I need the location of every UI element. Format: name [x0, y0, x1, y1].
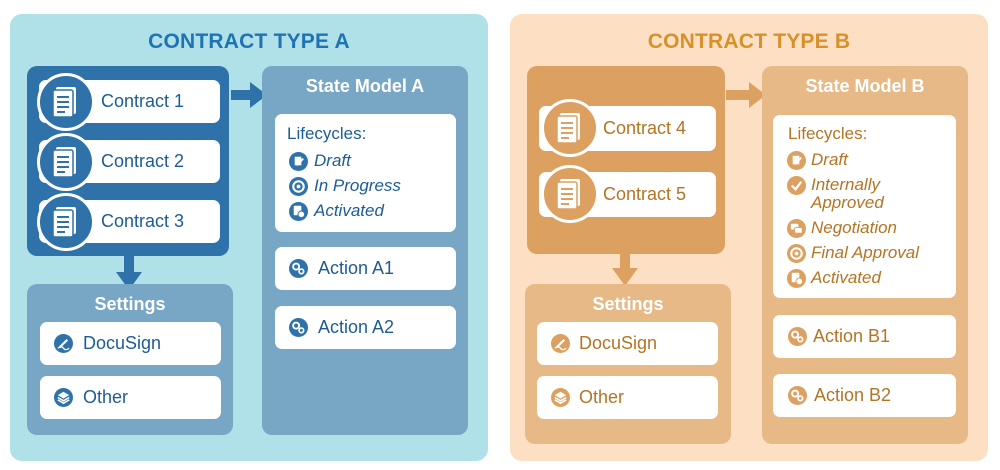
lifecycle-item: Draft — [314, 151, 351, 170]
signature-icon — [551, 334, 570, 353]
settings-b-box: Settings DocuSign Other — [525, 284, 731, 444]
gears-icon — [788, 386, 807, 405]
contracts-box-b: Contract 4 Contract 5 — [527, 66, 725, 254]
settings-item-label: Other — [83, 387, 129, 407]
action-label: Action A1 — [318, 258, 395, 278]
contract-label: Contract 3 — [101, 211, 185, 231]
settings-item[interactable]: DocuSign — [40, 322, 221, 365]
settings-item-label: Other — [579, 387, 625, 407]
gears-icon — [289, 318, 308, 337]
lifecycles-card: Lifecycles: Draft In Progress Activated — [275, 114, 456, 232]
layers-icon — [54, 388, 73, 407]
document-icon — [37, 193, 95, 251]
lifecycles-label: Lifecycles: — [287, 124, 367, 143]
arrow-down-icon — [116, 256, 142, 290]
document-icon — [541, 99, 599, 157]
contract-type-a-panel: CONTRACT TYPE A Contract 1 Contract 2 Co… — [10, 14, 488, 461]
settings-item-label: DocuSign — [83, 333, 162, 353]
lifecycle-item: Final Approval — [811, 243, 920, 262]
contract-type-a-title: CONTRACT TYPE A — [148, 30, 350, 53]
settings-a-title: Settings — [94, 294, 166, 314]
settings-a-box: Settings DocuSign Other — [27, 284, 233, 435]
final-approval-icon — [787, 244, 806, 263]
state-model-b-box: State Model B Lifecycles: Draft Internal… — [762, 66, 968, 444]
settings-item[interactable]: Other — [40, 376, 221, 419]
contract-label: Contract 1 — [101, 91, 185, 111]
action-card[interactable]: Action A1 — [275, 247, 456, 290]
settings-item[interactable]: DocuSign — [537, 322, 718, 365]
lifecycle-item: In Progress — [314, 176, 401, 195]
state-model-a-title: State Model A — [305, 76, 425, 96]
arrow-right-icon — [231, 82, 267, 108]
lifecycle-item: Negotiation — [811, 218, 898, 237]
action-label: Action A2 — [318, 317, 395, 337]
action-label: Action B2 — [814, 385, 892, 405]
action-card[interactable]: Action B2 — [773, 374, 956, 417]
action-card[interactable]: Action B1 — [773, 315, 956, 358]
contract-label: Contract 5 — [603, 184, 687, 204]
state-model-b-title: State Model B — [805, 76, 925, 96]
draft-icon — [289, 152, 308, 171]
lifecycle-item: Draft — [811, 150, 848, 169]
lifecycles-label: Lifecycles: — [788, 124, 868, 143]
gears-icon — [788, 327, 807, 346]
contract-label: Contract 4 — [603, 118, 687, 138]
contract-label: Contract 2 — [101, 151, 185, 171]
layers-icon — [551, 388, 570, 407]
negotiation-icon — [787, 219, 806, 238]
arrow-right-icon — [726, 82, 766, 108]
document-icon — [541, 165, 599, 223]
contract-type-b-title: CONTRACT TYPE B — [647, 30, 851, 53]
lifecycles-card: Lifecycles: Draft Internally Approved Ne… — [773, 115, 956, 298]
action-card[interactable]: Action A2 — [275, 306, 456, 349]
signature-icon — [54, 334, 73, 353]
state-model-a-box: State Model A Lifecycles: Draft In Progr… — [262, 66, 468, 435]
settings-item[interactable]: Other — [537, 376, 718, 419]
check-icon — [787, 176, 806, 195]
document-icon — [37, 73, 95, 131]
contract-type-b-panel: CONTRACT TYPE B Contract 4 Contract 5 St… — [510, 14, 988, 461]
activated-icon — [289, 202, 308, 221]
settings-item-label: DocuSign — [579, 333, 658, 353]
in-progress-icon — [289, 177, 308, 196]
lifecycle-item: Activated — [314, 201, 384, 220]
gears-icon — [289, 259, 308, 278]
lifecycle-item: Activated — [811, 268, 881, 287]
document-icon — [37, 133, 95, 191]
settings-b-title: Settings — [592, 294, 664, 314]
lifecycle-item: Internally Approved — [811, 175, 884, 212]
action-label: Action B1 — [813, 326, 891, 346]
draft-icon — [787, 151, 806, 170]
contracts-box-a: Contract 1 Contract 2 Contract 3 — [27, 66, 229, 256]
activated-icon — [787, 269, 806, 288]
arrow-down-icon — [612, 254, 638, 286]
